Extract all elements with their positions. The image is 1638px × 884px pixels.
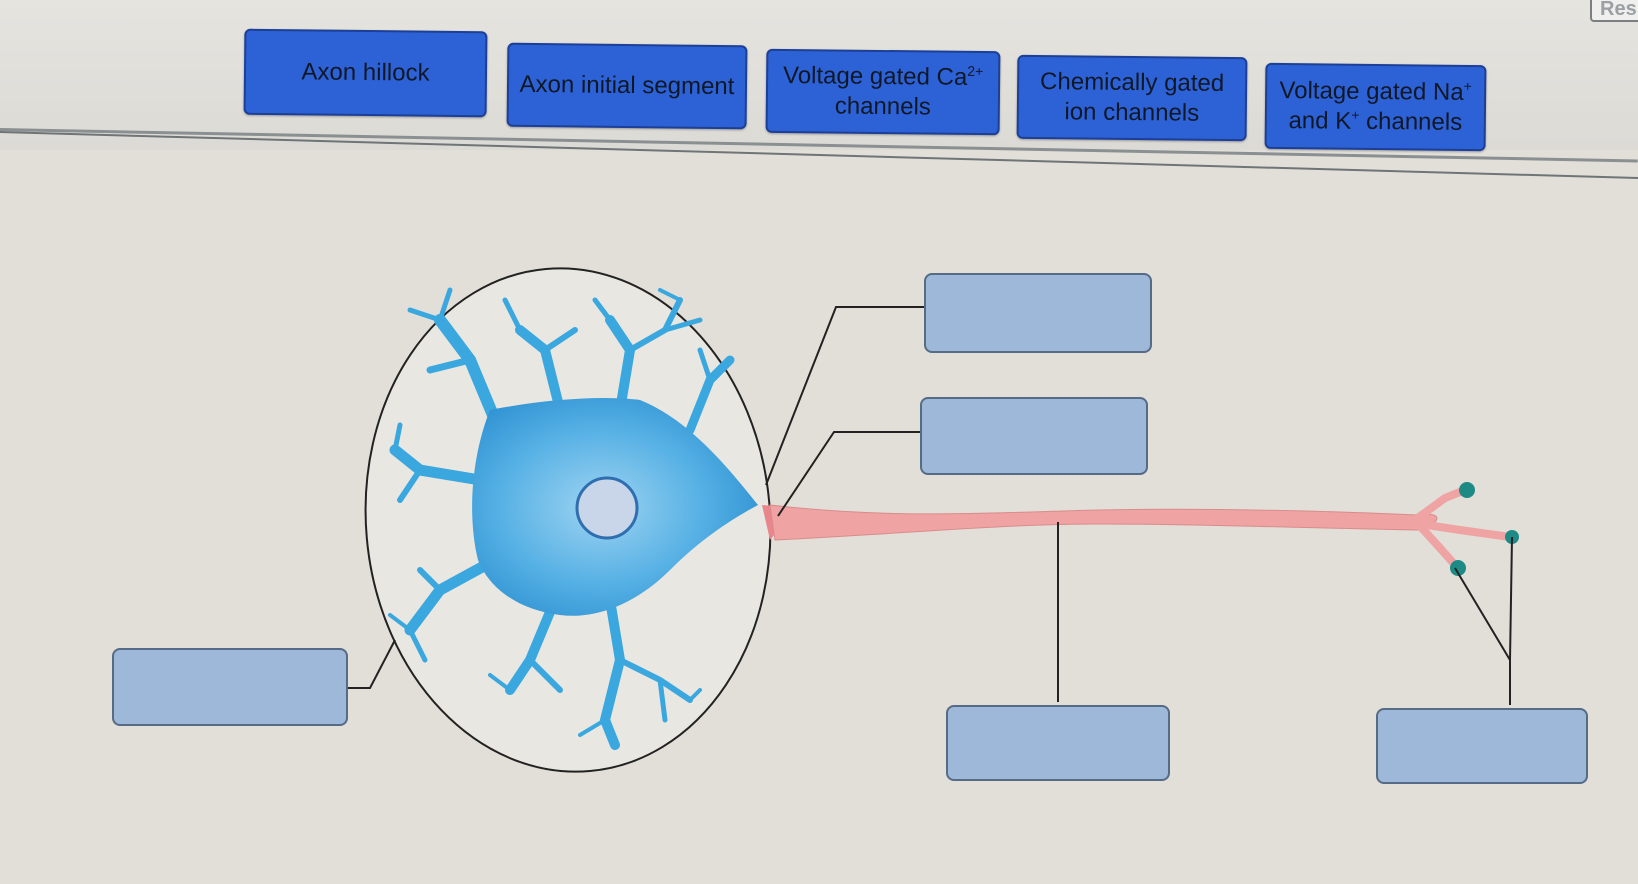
divider-line — [0, 131, 1638, 179]
reset-button[interactable]: Res — [1590, 0, 1638, 22]
axon-hillock-target[interactable] — [924, 273, 1152, 353]
dendrites-target[interactable] — [112, 648, 348, 726]
initial-segment-target[interactable] — [920, 397, 1148, 475]
terminal-target[interactable] — [1376, 708, 1588, 784]
nucleus — [575, 476, 639, 540]
axon — [769, 504, 1438, 541]
leader-lines — [346, 306, 1513, 705]
axon-target[interactable] — [946, 705, 1170, 781]
dendrites — [388, 287, 735, 750]
axon-terminals — [1411, 486, 1514, 569]
